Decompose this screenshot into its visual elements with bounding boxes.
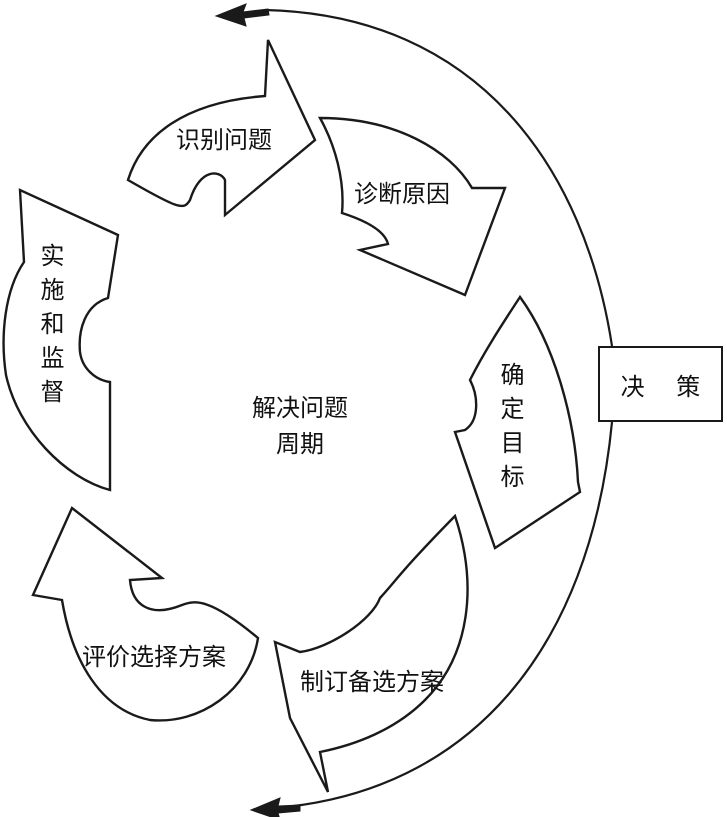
arrow-implement-shape [2, 188, 120, 492]
step-evaluate-label: 评价选择方案 [82, 643, 226, 671]
step-diagnose-label: 诊断原因 [354, 180, 450, 208]
center-title: 解决问题 周期 [240, 390, 360, 462]
center-title-line1: 解决问题 [252, 394, 348, 422]
arrow-evaluate-shape [31, 506, 260, 722]
decision-label: 决 策 [620, 372, 713, 401]
step-implement-label: 实施和监督 [36, 243, 64, 413]
step-goal-label: 确定目标 [496, 362, 524, 498]
arrow-alternatives-shape [273, 513, 469, 793]
arrow-identify-shape [126, 39, 317, 218]
arrow-goal-shape [453, 294, 582, 550]
step-alternatives-label: 制订备选方案 [300, 668, 444, 696]
decision-box: 决 策 [598, 346, 723, 422]
step-identify-label: 识别问题 [176, 126, 272, 154]
center-title-line2: 周期 [276, 430, 324, 458]
feedback-arrowhead-top [214, 3, 270, 27]
arrow-diagnose-shape [317, 116, 507, 297]
feedback-arrowhead-bottom [249, 797, 301, 817]
feedback-curve-bottom [274, 421, 614, 810]
feedback-curve-top [264, 8, 614, 347]
